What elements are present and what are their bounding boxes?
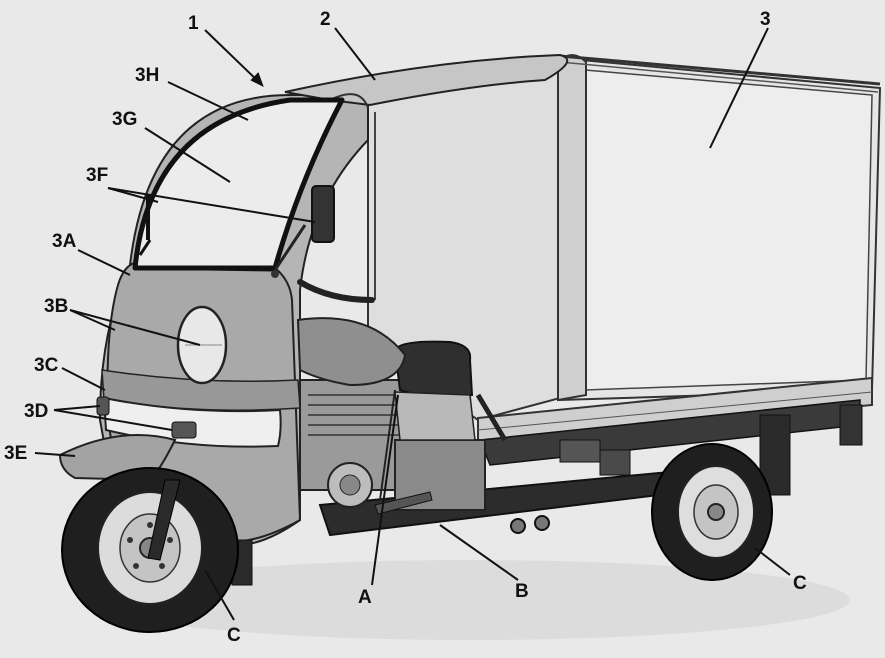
- front-wheel: [61, 467, 239, 633]
- rear-wheel: [651, 443, 773, 581]
- label-3G: 3G: [112, 109, 138, 130]
- label-1: 1: [188, 13, 199, 34]
- label-2: 2: [320, 9, 331, 30]
- label-A: A: [358, 587, 372, 608]
- label-3B: 3B: [44, 296, 69, 317]
- engine-assembly: [299, 379, 486, 515]
- side-mirror: [311, 185, 335, 243]
- label-3D: 3D: [24, 401, 49, 422]
- label-3: 3: [760, 9, 771, 30]
- label-3A: 3A: [52, 231, 77, 252]
- label-C-rear: C: [793, 573, 807, 594]
- label-3E: 3E: [4, 443, 28, 464]
- leader-lines: [34, 27, 791, 621]
- label-B: B: [515, 581, 529, 602]
- label-3H: 3H: [135, 65, 160, 86]
- cargo-box: [367, 54, 882, 444]
- label-C-front: C: [227, 625, 241, 646]
- label-3C: 3C: [34, 355, 59, 376]
- cab: [58, 53, 569, 586]
- seat: [393, 340, 508, 442]
- ground-shadow: [90, 560, 850, 640]
- label-3F: 3F: [86, 165, 109, 186]
